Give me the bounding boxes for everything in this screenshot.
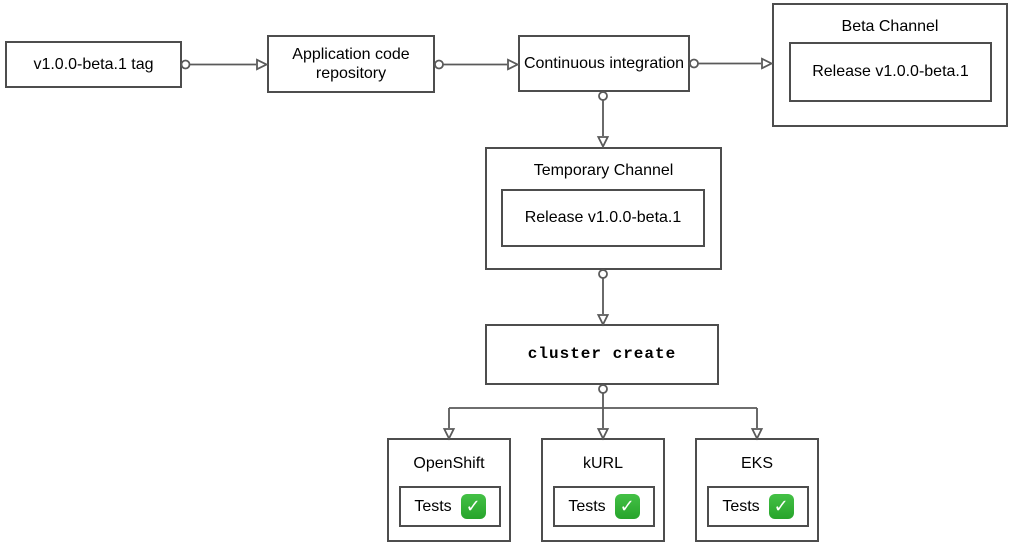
- temporary-release-label: Release v1.0.0-beta.1: [524, 209, 682, 226]
- node-eks: EKS Tests ✓: [695, 438, 819, 542]
- check-mark-icon: ✓: [614, 494, 640, 519]
- eks-tests-box: Tests ✓: [707, 486, 809, 527]
- node-temporary-release: Release v1.0.0-beta.1: [501, 189, 705, 247]
- node-openshift: OpenShift Tests ✓: [387, 438, 511, 542]
- kurl-title: kURL: [582, 455, 623, 472]
- node-app-repository: Application code repository: [267, 35, 435, 93]
- temporary-channel-title: Temporary Channel: [533, 162, 674, 179]
- kurl-tests-label: Tests: [568, 497, 606, 515]
- eks-tests-label: Tests: [722, 497, 760, 515]
- node-version-tag: v1.0.0-beta.1 tag: [5, 41, 182, 88]
- beta-channel-title: Beta Channel: [841, 18, 939, 35]
- openshift-title: OpenShift: [413, 455, 485, 472]
- node-beta-release: Release v1.0.0-beta.1: [789, 42, 992, 102]
- app-repository-label: Application code repository: [292, 46, 410, 82]
- check-mark-icon: ✓: [460, 494, 486, 519]
- node-cluster-create: cluster create: [485, 324, 719, 385]
- openshift-tests-box: Tests ✓: [399, 486, 501, 527]
- beta-release-label: Release v1.0.0-beta.1: [812, 63, 969, 80]
- cluster-create-label: cluster create: [527, 345, 677, 363]
- node-continuous-integration: Continuous integration: [518, 35, 690, 92]
- eks-title: EKS: [740, 455, 773, 472]
- node-kurl: kURL Tests ✓: [541, 438, 665, 542]
- openshift-tests-label: Tests: [414, 497, 452, 515]
- continuous-integration-label: Continuous integration: [523, 55, 685, 72]
- node-temporary-channel: Temporary Channel Release v1.0.0-beta.1: [485, 147, 722, 270]
- kurl-tests-box: Tests ✓: [553, 486, 655, 527]
- check-mark-icon: ✓: [768, 494, 794, 519]
- version-tag-label: v1.0.0-beta.1 tag: [33, 56, 154, 73]
- node-beta-channel: Beta Channel Release v1.0.0-beta.1: [772, 3, 1008, 127]
